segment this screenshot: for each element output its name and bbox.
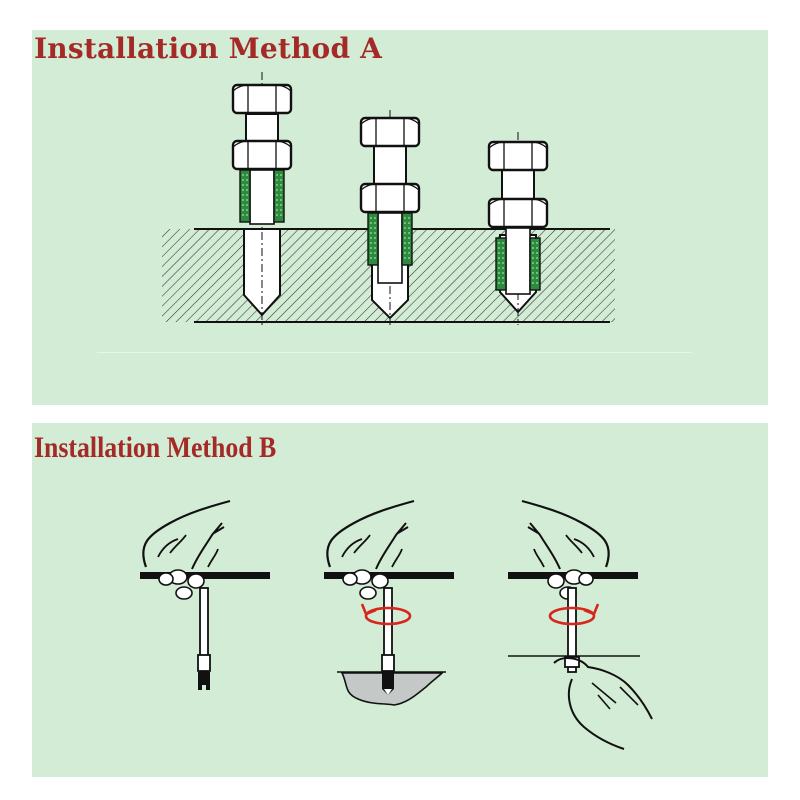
bolt-assembly-stage-1 bbox=[231, 72, 293, 325]
method-a-title: Installation Method A bbox=[34, 32, 383, 65]
bolt-assembly-stage-2 bbox=[359, 110, 421, 325]
tool-step-1 bbox=[140, 499, 270, 690]
method-a-panel: Installation Method A bbox=[32, 30, 768, 405]
method-a-diagram bbox=[162, 72, 615, 325]
method-b-title: Installation Method B bbox=[34, 431, 277, 464]
divider-rule bbox=[97, 352, 692, 353]
bolt-assembly-stage-3 bbox=[487, 132, 549, 325]
method-b-diagram bbox=[140, 499, 653, 750]
tool-step-2 bbox=[324, 499, 454, 706]
method-b-panel: Installation Method B bbox=[32, 423, 768, 777]
tool-step-3 bbox=[508, 499, 653, 750]
